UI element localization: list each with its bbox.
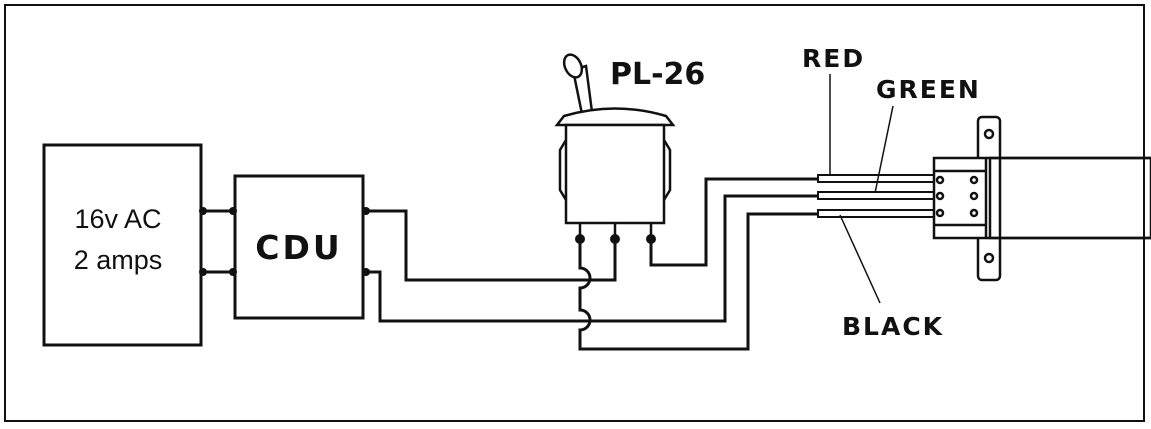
switch-label: PL-26 xyxy=(610,57,705,92)
label-leaders xyxy=(829,74,894,304)
switch-machine xyxy=(932,115,1151,282)
cdu-label: CDU xyxy=(255,228,342,267)
cdu-box xyxy=(233,174,365,320)
pl26-switch xyxy=(554,53,676,238)
power-supply-box xyxy=(42,143,203,347)
red-wire-label: RED xyxy=(802,44,865,73)
power-supply-current-label: 2 amps xyxy=(74,245,163,275)
green-wire-label: GREEN xyxy=(876,75,981,104)
diagram-border xyxy=(4,4,1145,422)
circuit-wires xyxy=(366,177,820,351)
power-supply-voltage-label: 16v AC xyxy=(74,204,161,234)
psu-cdu-wires xyxy=(201,209,235,274)
black-wire-label: BLACK xyxy=(842,312,944,341)
